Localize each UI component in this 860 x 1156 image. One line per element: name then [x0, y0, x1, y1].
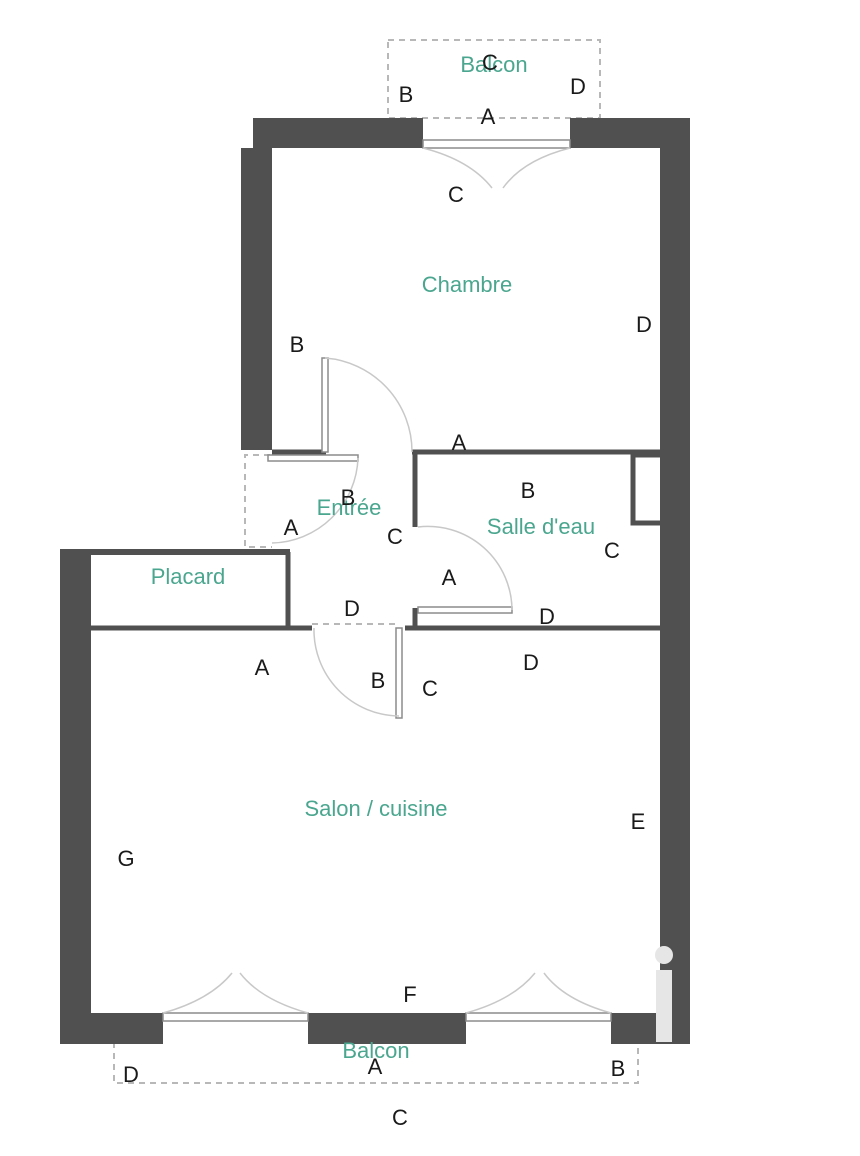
wall-letter: B	[341, 485, 356, 510]
wall-letter: B	[521, 478, 536, 503]
wall-letters: C B D A C D B A B A C D B C A D A B C D …	[117, 50, 652, 1130]
room-labels: Balcon Chambre Entrée Salle d'eau Placar…	[151, 52, 595, 1063]
wall-bottom-right	[611, 1013, 690, 1044]
wall-left	[60, 549, 91, 1044]
wall-letter: A	[452, 430, 467, 455]
wall-letter: F	[403, 982, 416, 1007]
wall-right	[660, 148, 690, 1044]
balcony-top-outline	[387, 39, 601, 119]
wall-letter: E	[631, 809, 646, 834]
room-label-bathroom: Salle d'eau	[487, 514, 595, 539]
door-bath-leaf	[417, 606, 513, 614]
door-entrance-leaf	[267, 454, 359, 462]
room-label-living: Salon / cuisine	[304, 796, 447, 821]
wall-letter: D	[123, 1062, 139, 1087]
wall-placard-top	[60, 549, 290, 555]
wall-letter: C	[482, 50, 498, 75]
walls	[60, 118, 690, 1044]
door-salon-arc	[313, 627, 400, 717]
windows	[162, 139, 612, 1022]
wall-letter: C	[604, 538, 620, 563]
wall-letter: B	[371, 668, 386, 693]
wall-letter: B	[290, 332, 305, 357]
wall-letter: A	[368, 1054, 383, 1079]
wall-bedroom-top-left	[253, 118, 423, 148]
door-entrance-arc	[271, 457, 359, 544]
wall-letter: D	[523, 650, 539, 675]
bath-duct	[630, 452, 660, 526]
door-bath-arc	[417, 525, 513, 611]
wall-bottom-left	[60, 1013, 163, 1044]
window-bedroom	[422, 139, 571, 149]
room-label-bedroom: Chambre	[422, 272, 512, 297]
entrance-boundary	[244, 454, 272, 548]
wall-bedroom-left	[241, 148, 272, 450]
doors	[267, 357, 513, 719]
wall-letter: A	[284, 515, 299, 540]
room-label-balcony-bottom: Balcon	[342, 1038, 409, 1063]
wall-letter: C	[392, 1105, 408, 1130]
door-salon-leaf	[395, 627, 403, 719]
brand-logo-icon	[655, 946, 673, 1042]
wall-letter: A	[442, 565, 457, 590]
wall-bedroom-top-right	[570, 118, 690, 148]
wall-letter: D	[344, 596, 360, 621]
door-bedroom-leaf	[321, 357, 329, 453]
window-salon-left-swing	[162, 972, 309, 1014]
wall-letter: A	[481, 104, 496, 129]
room-label-closet: Placard	[151, 564, 226, 589]
wall-letter: D	[539, 604, 555, 629]
wall-letter: C	[387, 524, 403, 549]
room-label-entrance: Entrée	[317, 495, 382, 520]
wall-letter: G	[117, 846, 134, 871]
door-bedroom-arc	[324, 357, 413, 453]
wall-letter: D	[570, 74, 586, 99]
wall-bottom-middle	[308, 1013, 466, 1044]
wall-letter: A	[255, 655, 270, 680]
interior-walls	[91, 449, 660, 631]
wall-letter: C	[448, 182, 464, 207]
wall-letter: B	[399, 82, 414, 107]
wall-letter: B	[611, 1056, 626, 1081]
wall-letter: C	[422, 676, 438, 701]
window-salon-right-swing	[465, 972, 612, 1014]
window-salon-left	[162, 1012, 309, 1022]
window-bedroom-swing	[422, 147, 571, 189]
window-salon-right	[465, 1012, 612, 1022]
room-label-balcony-top: Balcon	[460, 52, 527, 77]
wall-letter: D	[636, 312, 652, 337]
balcony-bottom-outline	[113, 1042, 639, 1084]
